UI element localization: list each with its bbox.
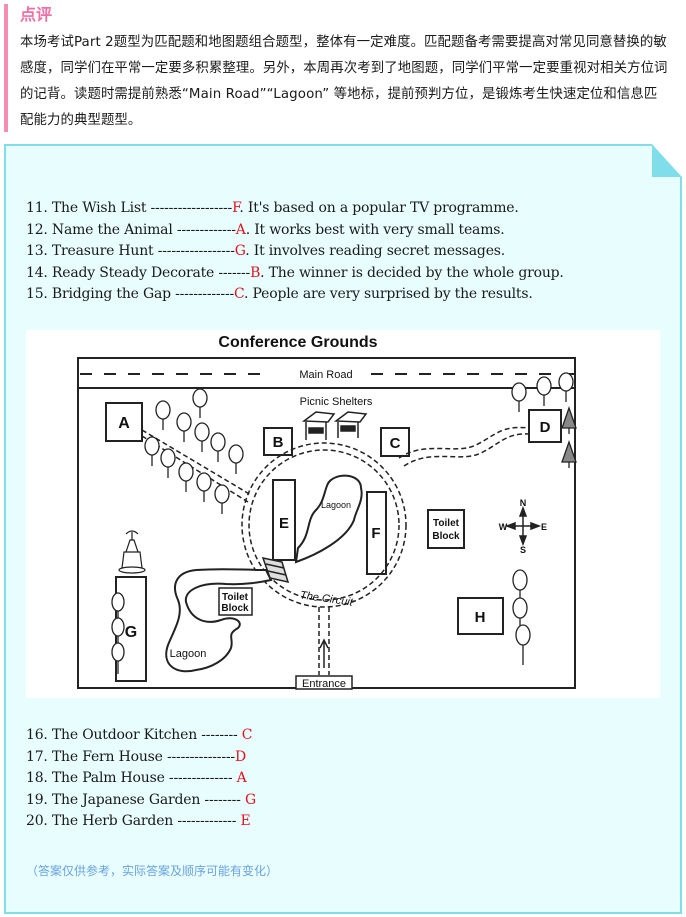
question-text: 14. Ready Steady Decorate -------: [26, 264, 251, 281]
svg-text:D: D: [540, 419, 551, 436]
map-item: 16. The Outdoor Kitchen -------- C: [26, 725, 256, 747]
svg-text:F: F: [371, 525, 380, 542]
matching-answers: 11. The Wish List ------------------F. I…: [26, 198, 564, 306]
question-text: 16. The Outdoor Kitchen --------: [26, 727, 242, 743]
compass-icon: [504, 505, 542, 547]
question-text: 20. The Herb Garden -------------: [26, 813, 241, 830]
path-to-a: [141, 435, 249, 503]
svg-text:G: G: [125, 624, 137, 641]
review-title: 点评: [20, 5, 53, 24]
compass-n: N: [520, 498, 527, 508]
option-text: . It's based on a popular TV programme.: [239, 200, 519, 216]
matching-item: 13. Treasure Hunt -----------------G. It…: [26, 241, 564, 263]
path-to-a: [141, 429, 252, 496]
entrance-arrow-icon: [319, 638, 329, 668]
lagoon-small: [294, 474, 363, 564]
compass-s: S: [520, 545, 526, 555]
answer-letter: D: [234, 748, 246, 765]
answer-letter: F: [232, 200, 240, 216]
answer-letter: G: [234, 243, 246, 260]
circuit-path-inner: [248, 449, 400, 601]
answer-card: 11. The Wish List ------------------F. I…: [4, 144, 682, 914]
question-text: 13. Treasure Hunt -----------------: [26, 243, 235, 260]
svg-text:Toilet: Toilet: [222, 592, 249, 603]
matching-item: 12. Name the Animal -------------A. It w…: [26, 220, 564, 242]
building-e: E: [272, 479, 296, 561]
entrance-box: [295, 675, 353, 690]
svg-text:Block: Block: [432, 531, 460, 542]
map-item: 18. The Palm House -------------- A: [26, 768, 256, 790]
svg-text:B: B: [273, 434, 284, 451]
compass-w: W: [499, 522, 508, 532]
question-text: 18. The Palm House --------------: [26, 770, 237, 787]
building-d: D: [528, 409, 562, 443]
picnic-shelters-label: Picnic Shelters: [300, 396, 373, 408]
tree-icons: [111, 372, 577, 674]
review-paragraph: 本场考试Part 2题型为匹配题和地图题组合题型，整体有一定难度。匹配题备考需要…: [20, 35, 668, 128]
svg-text:Toilet: Toilet: [433, 518, 460, 529]
map-title: Conference Grounds: [218, 334, 377, 351]
matching-item: 11. The Wish List ------------------F. I…: [26, 198, 564, 220]
page-fold-icon: [652, 144, 682, 177]
fountain-icon: [118, 530, 146, 574]
svg-text:Block: Block: [221, 603, 249, 614]
question-text: 17. The Fern House ---------------: [26, 748, 235, 765]
option-text: . People are very surprised by the resul…: [244, 286, 533, 303]
circuit-path-outer: [241, 442, 407, 608]
question-text: 19. The Japanese Garden --------: [26, 791, 245, 808]
building-c: C: [380, 427, 410, 457]
matching-item: 15. Bridging the Gap -------------C. Peo…: [26, 284, 564, 306]
disclaimer-note: （答案仅供参考，实际答案及顺序可能有变化）: [26, 864, 279, 878]
answer-letter: B: [250, 264, 261, 281]
accent-bar: [4, 4, 8, 132]
lagoon-small-label: Lagoon: [321, 500, 351, 510]
question-text: 12. Name the Animal -------------: [26, 221, 236, 238]
option-text: . It involves reading secret messages.: [245, 243, 506, 260]
entrance-label: Entrance: [302, 678, 346, 690]
answer-letter: A: [235, 221, 246, 238]
path-to-d: [403, 433, 530, 467]
answer-letter: G: [244, 791, 256, 808]
answer-letter: E: [240, 813, 251, 830]
building-a: A: [105, 402, 143, 442]
svg-text:H: H: [475, 609, 486, 626]
question-text: 11. The Wish List ------------------: [26, 200, 233, 216]
bridge-icon: [261, 556, 290, 584]
option-text: . It works best with very small teams.: [245, 221, 505, 238]
building-h: H: [457, 597, 504, 635]
svg-text:A: A: [118, 415, 130, 432]
picnic-shelter-icon: [301, 411, 368, 440]
map-answers: 16. The Outdoor Kitchen -------- C 17. T…: [26, 725, 256, 833]
map-item: 17. The Fern House ---------------D: [26, 747, 256, 769]
review-section: 点评 本场考试Part 2题型为匹配题和地图题组合题型，整体有一定难度。匹配题备…: [0, 0, 686, 134]
map-item: 19. The Japanese Garden -------- G: [26, 790, 256, 812]
building-f: F: [366, 491, 387, 575]
compass-e: E: [541, 522, 547, 532]
lagoon-large: [165, 568, 273, 673]
building-b: B: [263, 427, 293, 456]
answer-letter: C: [241, 727, 253, 743]
matching-item: 14. Ready Steady Decorate -------B. The …: [26, 263, 564, 285]
conference-grounds-map: Conference Grounds Main Road Picnic Shel…: [26, 330, 660, 698]
svg-text:C: C: [390, 435, 401, 452]
lagoon-large-label: Lagoon: [170, 648, 207, 660]
question-text: 15. Bridging the Gap -------------: [26, 286, 235, 303]
path-to-d: [398, 426, 530, 459]
answer-letter: C: [234, 286, 245, 303]
svg-text:E: E: [279, 515, 289, 532]
main-road-label: Main Road: [299, 369, 352, 381]
answer-letter: A: [236, 770, 247, 787]
option-text: . The winner is decided by the whole gro…: [260, 264, 564, 281]
map-item: 20. The Herb Garden ------------- E: [26, 811, 256, 833]
